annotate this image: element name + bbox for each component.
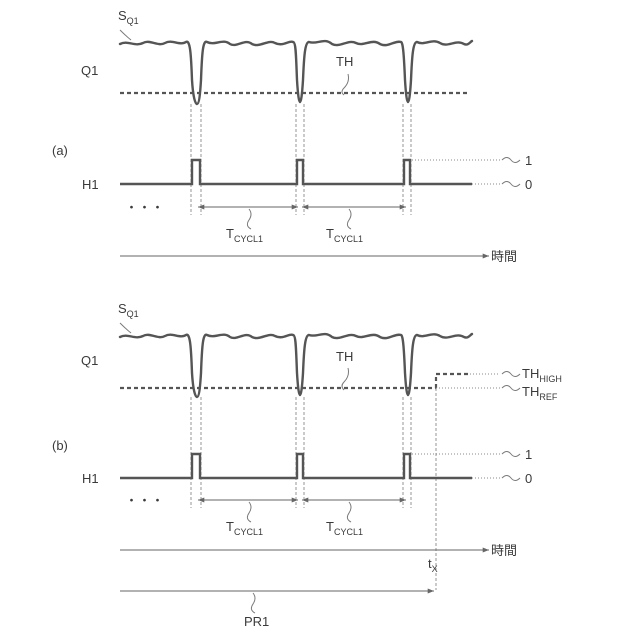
q1-label: Q1 [81, 63, 98, 78]
level-low-label: 0 [525, 471, 532, 486]
th-ref-tilde [502, 386, 520, 391]
pr1-label: PR1 [244, 614, 269, 629]
period-leader [247, 209, 251, 229]
period-label-2: TCYCL1 [326, 519, 363, 537]
threshold-label: TH [336, 54, 353, 69]
ellipsis: ・・・ [125, 200, 164, 215]
threshold-leader [342, 368, 349, 390]
threshold-label: TH [336, 349, 353, 364]
signal-leader-line [120, 323, 131, 333]
ellipsis: ・・・ [125, 493, 164, 508]
panel-tag: (a) [52, 143, 68, 158]
period-label-1: TCYCL1 [226, 226, 263, 244]
level-high-tilde [502, 452, 520, 457]
h1-label: H1 [82, 471, 99, 486]
threshold-leader [342, 74, 349, 95]
th-ref-label: THREF [522, 384, 558, 402]
th-high-label: THHIGH [522, 366, 562, 384]
period-leader [347, 502, 351, 522]
signal-label: SQ1 [118, 301, 139, 319]
panel-a: SQ1 Q1 TH (a) H1 1 0 ・・・ [52, 8, 532, 264]
time-axis-label: 時間 [491, 543, 517, 558]
level-low-label: 0 [525, 177, 532, 192]
level-low-tilde [502, 182, 520, 187]
th-high-tilde [502, 372, 520, 377]
panel-b: SQ1 Q1 TH THHIGH THREF (b) H1 [52, 301, 562, 629]
h1-waveform [120, 160, 472, 184]
level-low-tilde [502, 476, 520, 481]
pr1-leader [251, 593, 255, 613]
q1-label: Q1 [81, 353, 98, 368]
signal-label: SQ1 [118, 8, 139, 26]
period-leader [247, 502, 251, 522]
level-high-label: 1 [525, 153, 532, 168]
period-label-1: TCYCL1 [226, 519, 263, 537]
period-leader [347, 209, 351, 229]
panel-tag: (b) [52, 438, 68, 453]
h1-label: H1 [82, 177, 99, 192]
time-axis-label: 時間 [491, 249, 517, 264]
level-high-tilde [502, 158, 520, 163]
signal-leader-line [120, 30, 131, 40]
q1-waveform [120, 41, 472, 104]
level-high-label: 1 [525, 447, 532, 462]
period-label-2: TCYCL1 [326, 226, 363, 244]
h1-waveform [120, 454, 472, 478]
